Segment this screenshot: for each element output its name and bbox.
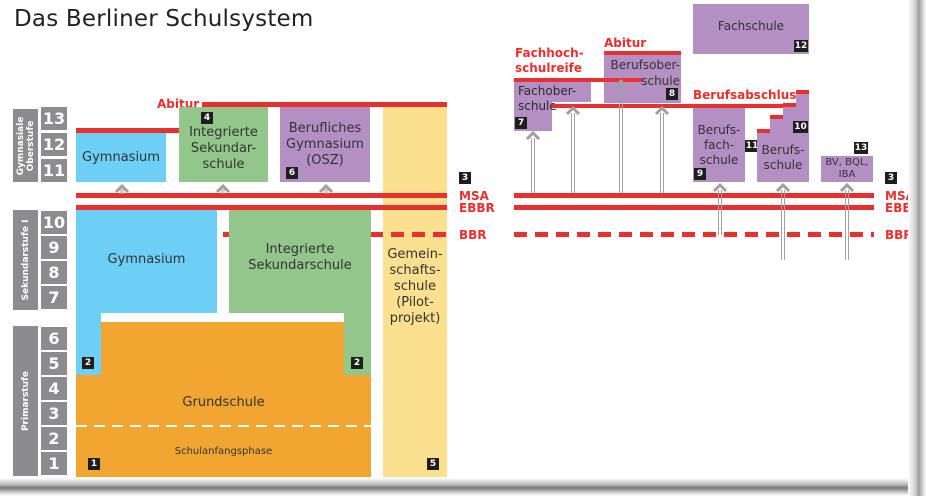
stage-gymnasiale-oberstufe: Gymnasiale Oberstufe: [13, 109, 38, 182]
grade-12: 12: [41, 133, 67, 156]
arrow-up-icon: [114, 183, 130, 194]
stair-line: [783, 103, 796, 107]
badge-12: 12: [794, 40, 808, 52]
bbr-line-right: [514, 232, 874, 237]
arrow-up-icon: [318, 183, 334, 194]
grade-11: 11: [41, 159, 67, 182]
berufsoberschule-label: Berufsober- schule: [610, 58, 680, 88]
page-title: Das Berliner Schulsystem: [14, 6, 314, 32]
arrow-shaft: [845, 190, 849, 260]
torn-edge-right: [908, 0, 926, 496]
fhr-line1: Fachhoch-: [515, 46, 584, 60]
abitur-line-gymnasium: [76, 128, 204, 133]
abitur-right-line: [604, 51, 681, 55]
schulanfangsphase-label: Schulanfangsphase: [174, 446, 273, 457]
grade-3: 3: [41, 402, 67, 425]
badge-3-right: 3: [885, 172, 897, 184]
arrow-up-icon: [215, 183, 231, 194]
berufsabschluss-line: [552, 104, 794, 108]
gemeinschaftsschule-box: Gemein- schafts- schule (Pilot- projekt): [383, 107, 447, 477]
berufsschule-box: [757, 131, 809, 182]
badge-11: 11: [745, 140, 759, 152]
badge-2-gymnasium: 2: [82, 357, 94, 369]
bbr-label-right: BBR: [885, 228, 913, 242]
arrow-shaft: [571, 113, 575, 193]
msa-label-left: MSA: [459, 189, 489, 203]
bv-bql-iba-box: BV, BQL, IBA: [821, 156, 873, 182]
badge-9: 9: [694, 168, 706, 180]
grade-10: 10: [41, 211, 67, 234]
grade-1: 1: [41, 452, 67, 475]
badge-3-left: 3: [459, 172, 471, 184]
grade-6: 6: [41, 327, 67, 350]
arrow-up-icon: [565, 105, 581, 115]
arrow-up-icon: [654, 105, 670, 115]
badge-1: 1: [88, 458, 100, 470]
stage-sekundarstufe-1: Sekundarstufe I: [13, 210, 38, 310]
torn-edge-bottom: [0, 478, 926, 496]
grundschule-upper: [101, 322, 344, 375]
badge-2-iss: 2: [351, 357, 363, 369]
grade-5: 5: [41, 352, 67, 375]
stair-line: [796, 90, 809, 94]
msa-label-right: MSA: [885, 189, 915, 203]
stair-line: [770, 115, 783, 119]
fachoberschule-label: Fachober- schule: [518, 84, 577, 113]
badge-13: 13: [854, 142, 868, 154]
berufsschule-label: Berufs- schule: [761, 143, 805, 172]
berufsabschluss-label: Berufsabschluss: [693, 88, 804, 102]
badge-4: 4: [201, 112, 213, 124]
berufsschule-step3: [783, 104, 809, 117]
abitur-line: [202, 102, 447, 107]
iss-lower-label: Integrierte Sekundarschule: [248, 242, 352, 273]
fachschule-box: [693, 4, 809, 54]
arrow-up-icon: [525, 130, 541, 140]
schulanfangsphase-divider: [76, 425, 371, 427]
msa-line-left: [76, 193, 447, 198]
arrow-up-icon: [775, 182, 791, 192]
stage-primarstufe: Primarstufe: [13, 326, 38, 476]
ebbr-line-left: [76, 205, 447, 210]
arrow-shaft: [781, 190, 785, 260]
arrow-up-icon: [712, 182, 728, 192]
arrow-up-icon: [613, 78, 629, 88]
stair-line: [757, 129, 770, 133]
fachhochschulreife-line: [514, 78, 642, 82]
badge-7: 7: [515, 117, 527, 129]
abitur-right-label: Abitur: [604, 36, 647, 50]
iss-upper-box: Integrierte Sekundar- schule: [179, 107, 268, 182]
ebbr-line-right: [514, 205, 874, 210]
arrow-shaft: [619, 86, 623, 193]
grundschule-label: Grundschule: [182, 395, 265, 410]
grade-2: 2: [41, 427, 67, 450]
arrow-up-icon: [839, 182, 855, 192]
gymnasium-lower-box: [76, 210, 217, 313]
fachhochschulreife-label: Fachhoch-schulreife: [515, 46, 584, 76]
gymnasium-lower-label: Gymnasium: [107, 252, 186, 267]
grade-4: 4: [41, 377, 67, 400]
iss-lower-box: [229, 210, 371, 313]
grade-7: 7: [41, 286, 67, 309]
msa-line-right: [514, 193, 874, 198]
fachschule-label: Fachschule: [717, 19, 785, 33]
fhr-line2: schulreife: [515, 61, 582, 75]
arrow-shaft: [531, 138, 535, 193]
badge-8: 8: [666, 88, 678, 100]
badge-5: 5: [427, 458, 439, 470]
badge-6: 6: [286, 167, 298, 179]
arrow-shaft: [660, 113, 664, 193]
badge-10: 10: [793, 121, 808, 133]
fachoberschule-upper: [514, 82, 591, 102]
ebbr-label-left: EBBR: [459, 201, 495, 215]
gymnasium-upper-box: Gymnasium: [76, 133, 166, 182]
berufsschule-step4: [796, 92, 809, 104]
arrow-shaft: [718, 190, 722, 235]
bbr-label-left: BBR: [459, 228, 487, 242]
grade-9: 9: [41, 236, 67, 259]
grade-8: 8: [41, 261, 67, 284]
grade-13: 13: [41, 107, 67, 130]
